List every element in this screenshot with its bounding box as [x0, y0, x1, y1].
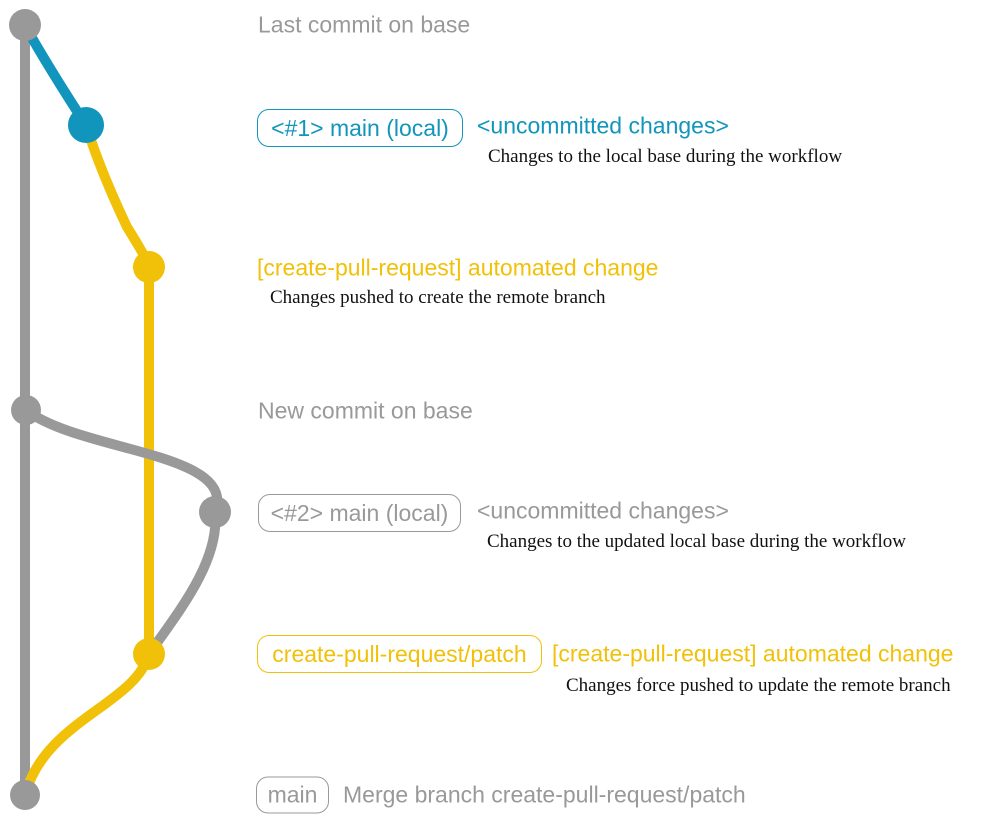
caption-pushed-create: Changes pushed to create the remote bran…: [270, 287, 606, 308]
branch-tag-patch: create-pull-request/patch: [257, 635, 542, 673]
commit-dot-main-local-2: [199, 496, 231, 528]
force-push-curve: [144, 507, 221, 659]
commit-dot-merge: [10, 780, 40, 810]
caption-local-base: Changes to the local base during the wor…: [488, 146, 843, 167]
branch-tag-main-local-1: <#1> main (local): [257, 109, 463, 147]
branch-tag-main-local-1-label: <#1> main (local): [271, 114, 449, 141]
last-commit-label: Last commit on base: [258, 11, 471, 38]
new-commit-label: New commit on base: [258, 397, 473, 424]
rebase-curve: [21, 405, 223, 517]
commit-dot-last-base: [9, 9, 41, 41]
commit-message-automated-2: [create-pull-request] automated change: [552, 640, 954, 667]
commit-dot-main-local-1: [68, 107, 104, 143]
caption-updated-local-base: Changes to the updated local base during…: [487, 531, 906, 552]
branch-tag-patch-label: create-pull-request/patch: [272, 640, 527, 667]
caption-force-pushed: Changes force pushed to update the remot…: [566, 675, 951, 696]
branch-tag-main-local-2: <#2> main (local): [258, 494, 461, 532]
commit-dot-new-base: [11, 395, 41, 425]
branch-tag-main-local-2-label: <#2> main (local): [270, 499, 449, 526]
commit-dot-patch-2: [133, 638, 165, 670]
patch-merge-curve: [20, 649, 154, 800]
uncommitted-changes-note-1: <uncommitted changes>: [477, 112, 729, 139]
merge-commit-message: Merge branch create-pull-request/patch: [343, 781, 746, 808]
branch-tag-main-label: main: [267, 781, 318, 808]
patch-branch-line: [81, 120, 154, 659]
branch-tag-main: main: [256, 776, 329, 814]
commit-dot-patch-1: [133, 251, 165, 283]
uncommitted-changes-note-2: <uncommitted changes>: [477, 497, 729, 524]
commit-message-automated-1: [create-pull-request] automated change: [257, 254, 659, 281]
